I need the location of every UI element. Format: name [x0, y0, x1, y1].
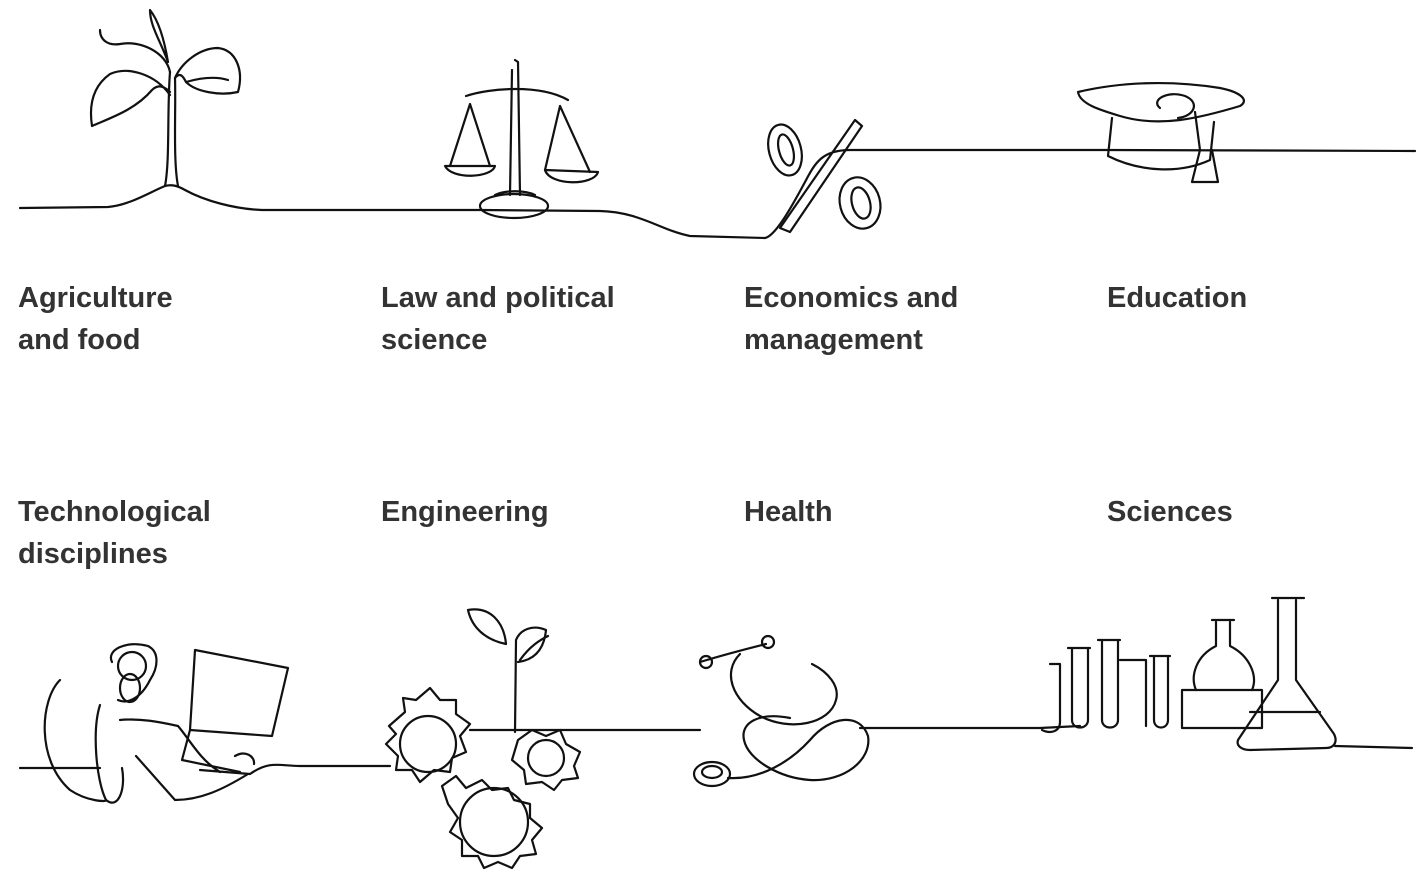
- category-label-education: Education: [1107, 282, 1248, 314]
- top-continuous-line: [18, 148, 1417, 240]
- lab-flasks-icon: [1040, 596, 1337, 752]
- category-label-sciences: Sciences: [1107, 496, 1233, 528]
- percent-icon: [767, 118, 882, 234]
- category-label-health: Health: [744, 496, 833, 528]
- bottom-continuous-line: [18, 724, 1414, 776]
- category-label-engineering: Engineering: [381, 496, 549, 528]
- scales-icon: [443, 58, 600, 220]
- person-laptop-icon: [43, 643, 290, 804]
- category-label-economics: Economics and management: [744, 282, 959, 356]
- gears-sprout-icon: [384, 608, 582, 870]
- stethoscope-icon: [692, 634, 870, 788]
- category-label-technology: Technological disciplines: [18, 496, 211, 570]
- category-label-law: Law and political science: [381, 282, 615, 356]
- category-label-agriculture: Agriculture and food: [18, 282, 173, 356]
- graduation-cap-icon: [1076, 81, 1245, 184]
- sprout-icon: [89, 8, 242, 188]
